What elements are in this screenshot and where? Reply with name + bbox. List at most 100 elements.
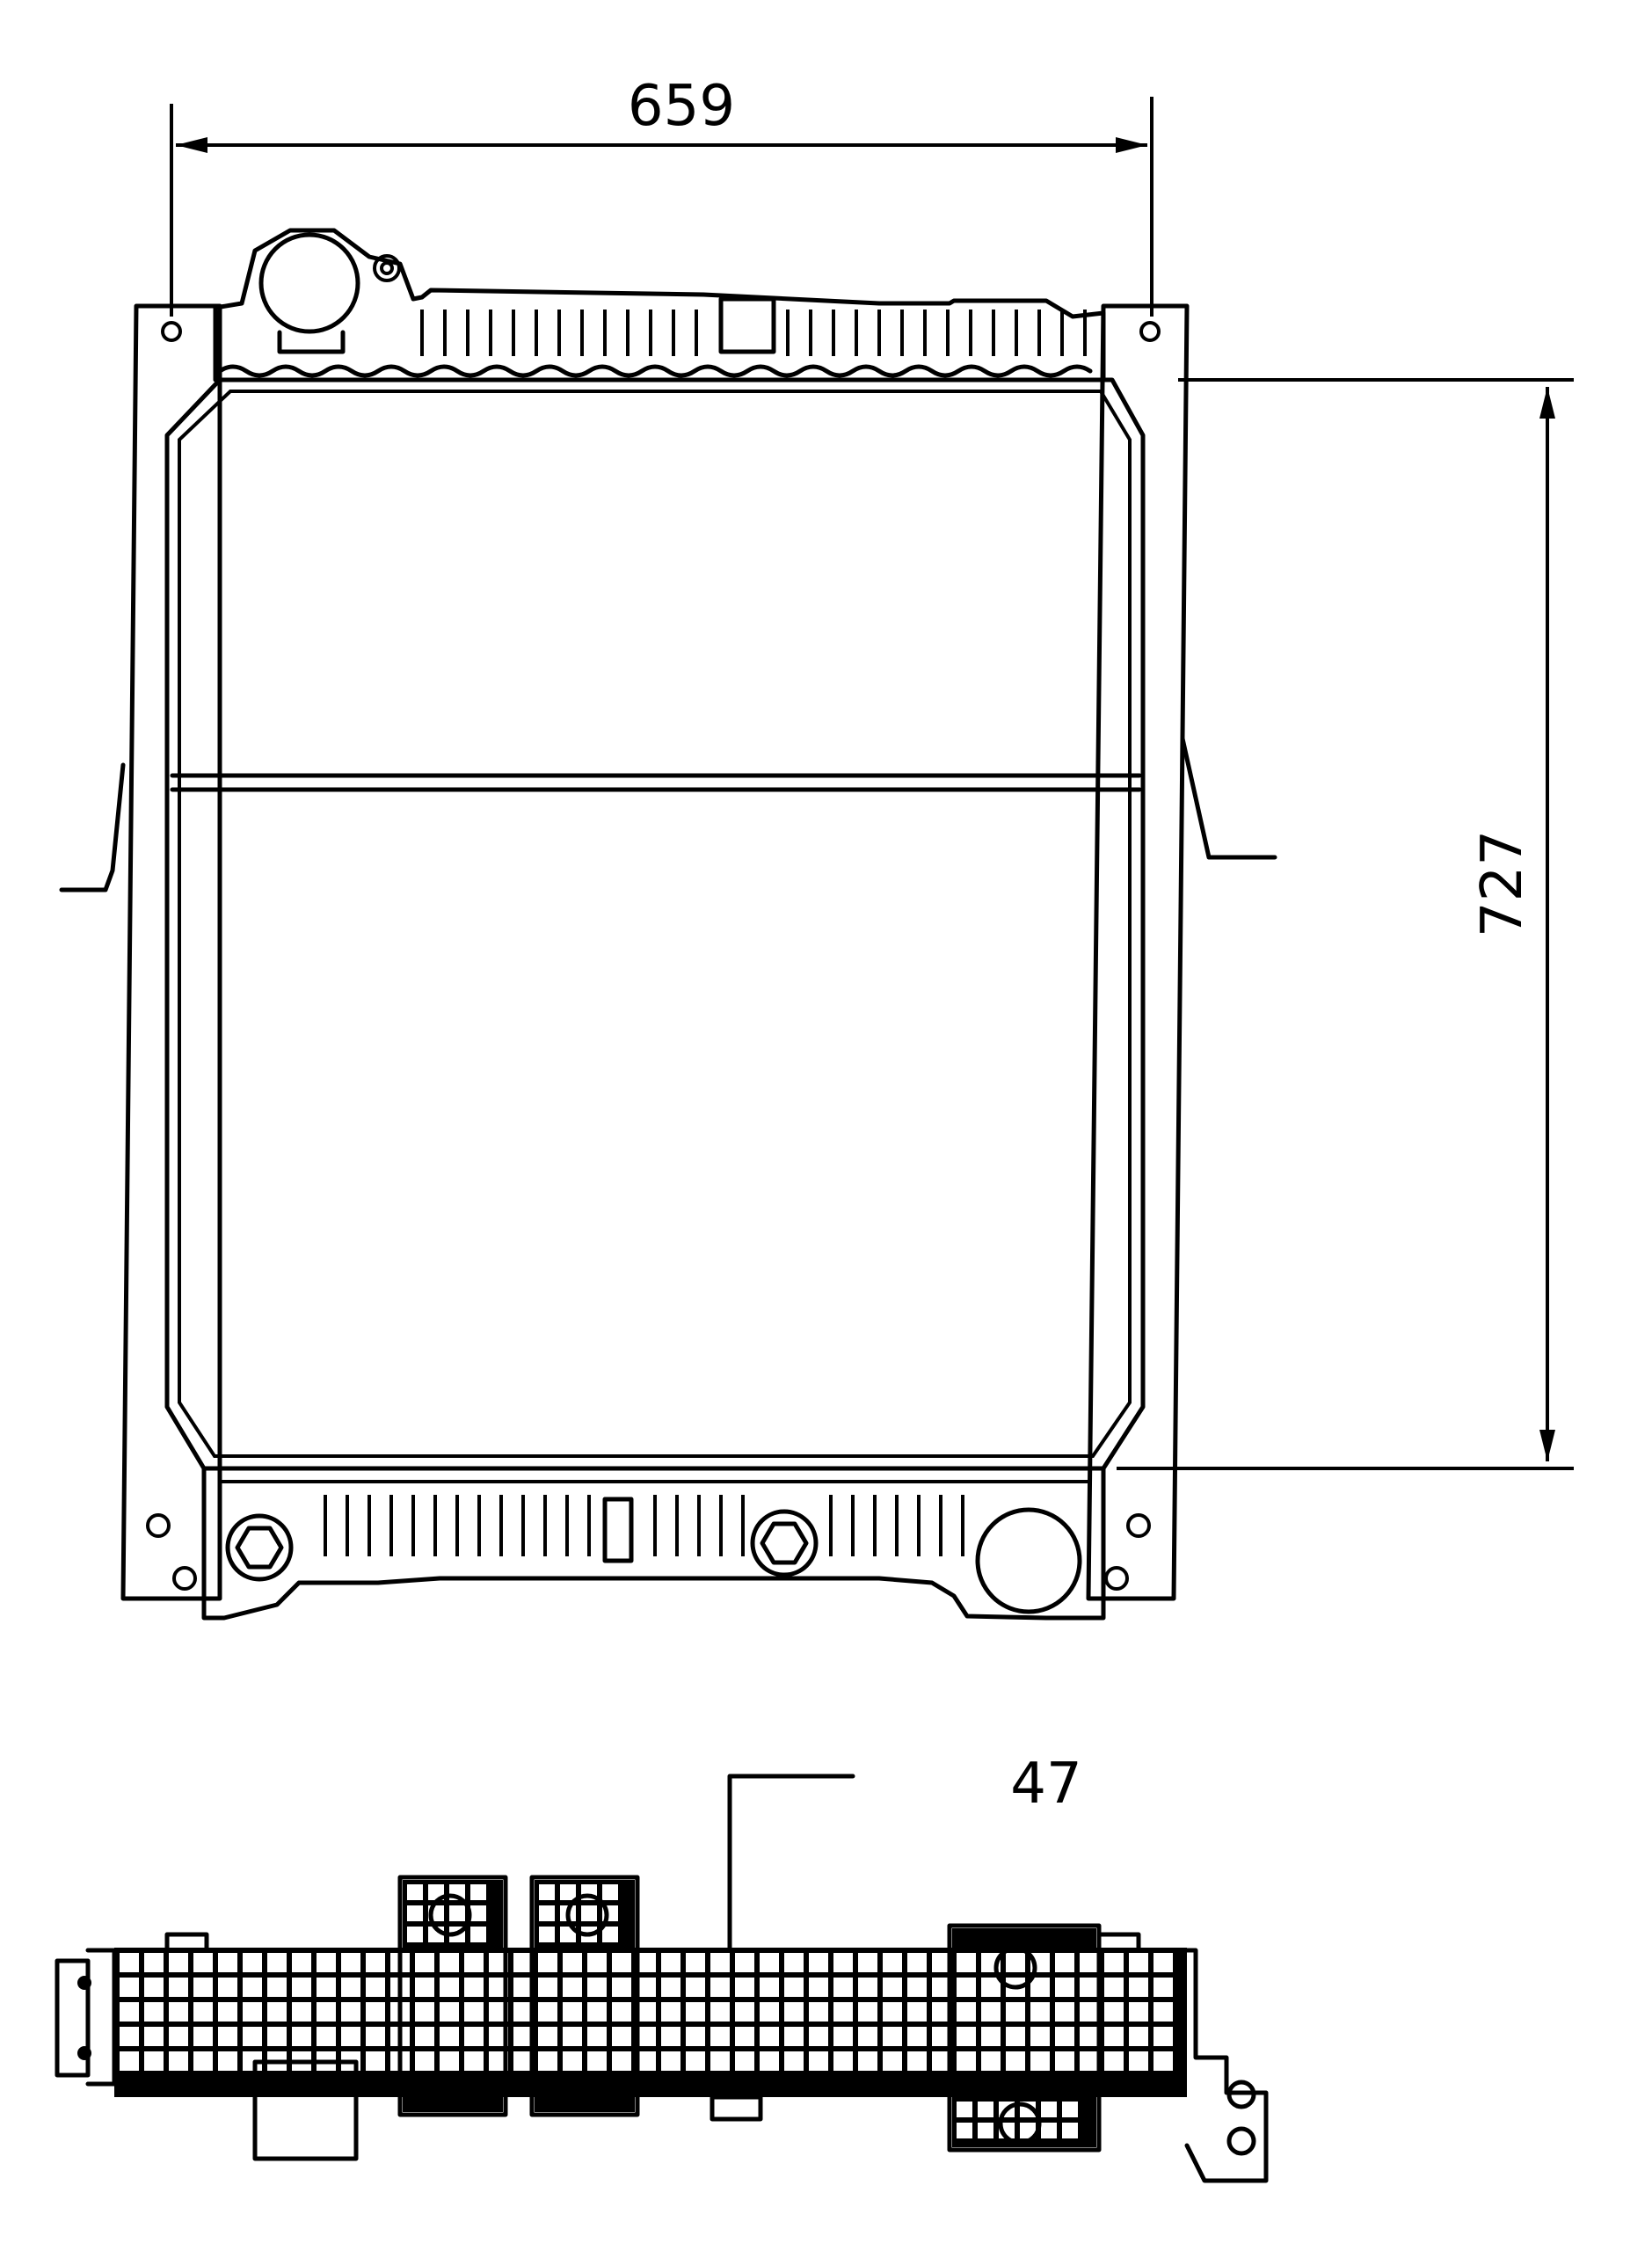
mesh-cell: [907, 2027, 927, 2046]
mesh-cell: [612, 2051, 631, 2071]
mesh-cell: [563, 2051, 582, 2071]
mesh-cell: [563, 2002, 582, 2022]
top-view-lower-tab-center: [710, 2094, 763, 2122]
mesh-cell: [612, 2027, 631, 2046]
top-view-left-bracket: [55, 1948, 117, 2087]
mesh-cell: [538, 1978, 557, 1997]
mesh-cell: [637, 2051, 656, 2071]
block-mesh-cell: [1041, 2123, 1057, 2138]
mesh-cell: [907, 2051, 927, 2071]
block-mesh-cell: [470, 1927, 486, 1942]
mesh-cell: [292, 1953, 311, 1972]
mesh-cell: [883, 1978, 902, 1997]
mesh-cell: [440, 2051, 459, 2071]
mesh-cell: [809, 1953, 828, 1972]
mesh-cell: [637, 1978, 656, 1997]
mesh-cell: [661, 2051, 680, 2071]
block-mesh-cell: [1062, 2123, 1078, 2138]
mesh-cell: [341, 2027, 360, 2046]
mesh-cell: [317, 2002, 336, 2022]
mesh-cell: [932, 2051, 951, 2071]
mesh-cell: [292, 2002, 311, 2022]
top-view-right-bracket-hole-1: [1226, 2080, 1256, 2109]
mesh-cell: [686, 2002, 705, 2022]
mesh-cell: [833, 2002, 853, 2022]
mesh-cell: [760, 1953, 779, 1972]
left-side-frame: [120, 303, 222, 1601]
top-view-lower-box: [252, 2059, 359, 2161]
bottom-outlet-cap: [975, 1507, 1082, 1614]
mesh-cell: [735, 2002, 754, 2022]
mesh-cell: [883, 1953, 902, 1972]
mesh-cell: [686, 1978, 705, 1997]
mesh-cell: [1055, 2051, 1074, 2071]
mesh-cell: [1006, 2002, 1025, 2022]
top-left-mount-hole: [161, 321, 182, 342]
bottom-tank: [201, 1466, 1106, 1621]
mesh-cell: [710, 2027, 730, 2046]
mesh-cell: [957, 2027, 976, 2046]
mesh-cell: [415, 1978, 434, 1997]
mesh-cell: [661, 1978, 680, 1997]
bottom-right-mount-hole-1: [1126, 1513, 1151, 1538]
mesh-cell: [513, 2051, 533, 2071]
mesh-cell: [415, 2051, 434, 2071]
mesh-cell: [710, 2002, 730, 2022]
mesh-cell: [1055, 1953, 1074, 1972]
top-filler-cap: [258, 232, 360, 334]
mesh-cell: [661, 1953, 680, 1972]
mesh-cell: [193, 1953, 213, 1972]
block-mesh-cell: [449, 1905, 465, 1921]
mesh-cell: [144, 2002, 164, 2022]
mesh-cell: [858, 1978, 877, 1997]
mesh-cell: [366, 2027, 385, 2046]
mesh-cell: [317, 1978, 336, 1997]
block-mesh-cell: [407, 1927, 423, 1942]
mesh-cell: [1104, 1953, 1124, 1972]
bottom-left-mount-hole-2: [172, 1566, 197, 1591]
block-mesh-fill: [535, 2097, 635, 2112]
mesh-cell: [907, 2002, 927, 2022]
mesh-cell: [464, 2027, 484, 2046]
mesh-cell: [243, 1978, 262, 1997]
block-mesh-fill: [403, 2097, 503, 2112]
mesh-cell: [1129, 2002, 1148, 2022]
mesh-cell: [513, 1978, 533, 1997]
top-view-hole-1: [428, 1893, 472, 1937]
mesh-cell: [538, 2002, 557, 2022]
mesh-cell: [981, 1978, 1001, 1997]
mesh-cell: [637, 1953, 656, 1972]
mesh-cell: [415, 2027, 434, 2046]
mesh-cell: [1104, 1978, 1124, 1997]
mesh-cell: [169, 2002, 188, 2022]
mesh-cell: [587, 2002, 607, 2022]
mesh-cell: [957, 2002, 976, 2022]
mesh-cell: [1080, 1953, 1099, 1972]
mesh-cell: [612, 1978, 631, 1997]
top-small-boss: [373, 254, 401, 282]
block-mesh-cell: [560, 1884, 576, 1900]
mesh-cell: [858, 2002, 877, 2022]
top-view-upper-tab-right: [1096, 1932, 1141, 1953]
mesh-cell: [144, 2051, 164, 2071]
mesh-cell: [267, 1978, 287, 1997]
mesh-cell: [1030, 1978, 1050, 1997]
mesh-cell: [858, 1953, 877, 1972]
mesh-cell: [169, 1978, 188, 1997]
block-mesh-fill: [952, 1928, 1096, 1948]
core-inner-outline: [178, 390, 1132, 1458]
mesh-cell: [120, 2051, 139, 2071]
depth-dimension-label: 47: [1010, 1752, 1081, 1817]
mesh-cell: [218, 1953, 237, 1972]
bottom-left-drain-plug: [225, 1513, 294, 1582]
block-mesh-cell: [560, 1927, 576, 1942]
mesh-cell: [784, 1953, 804, 1972]
height-dimension-label: 727: [1470, 830, 1535, 937]
block-mesh-cell: [1041, 2102, 1057, 2117]
mesh-cell: [267, 2002, 287, 2022]
mesh-cell: [735, 2027, 754, 2046]
mesh-cell: [120, 1978, 139, 1997]
top-right-mount-hole: [1139, 321, 1161, 342]
top-view-upper-tab-left: [164, 1932, 209, 1953]
mesh-cell: [563, 1953, 582, 1972]
